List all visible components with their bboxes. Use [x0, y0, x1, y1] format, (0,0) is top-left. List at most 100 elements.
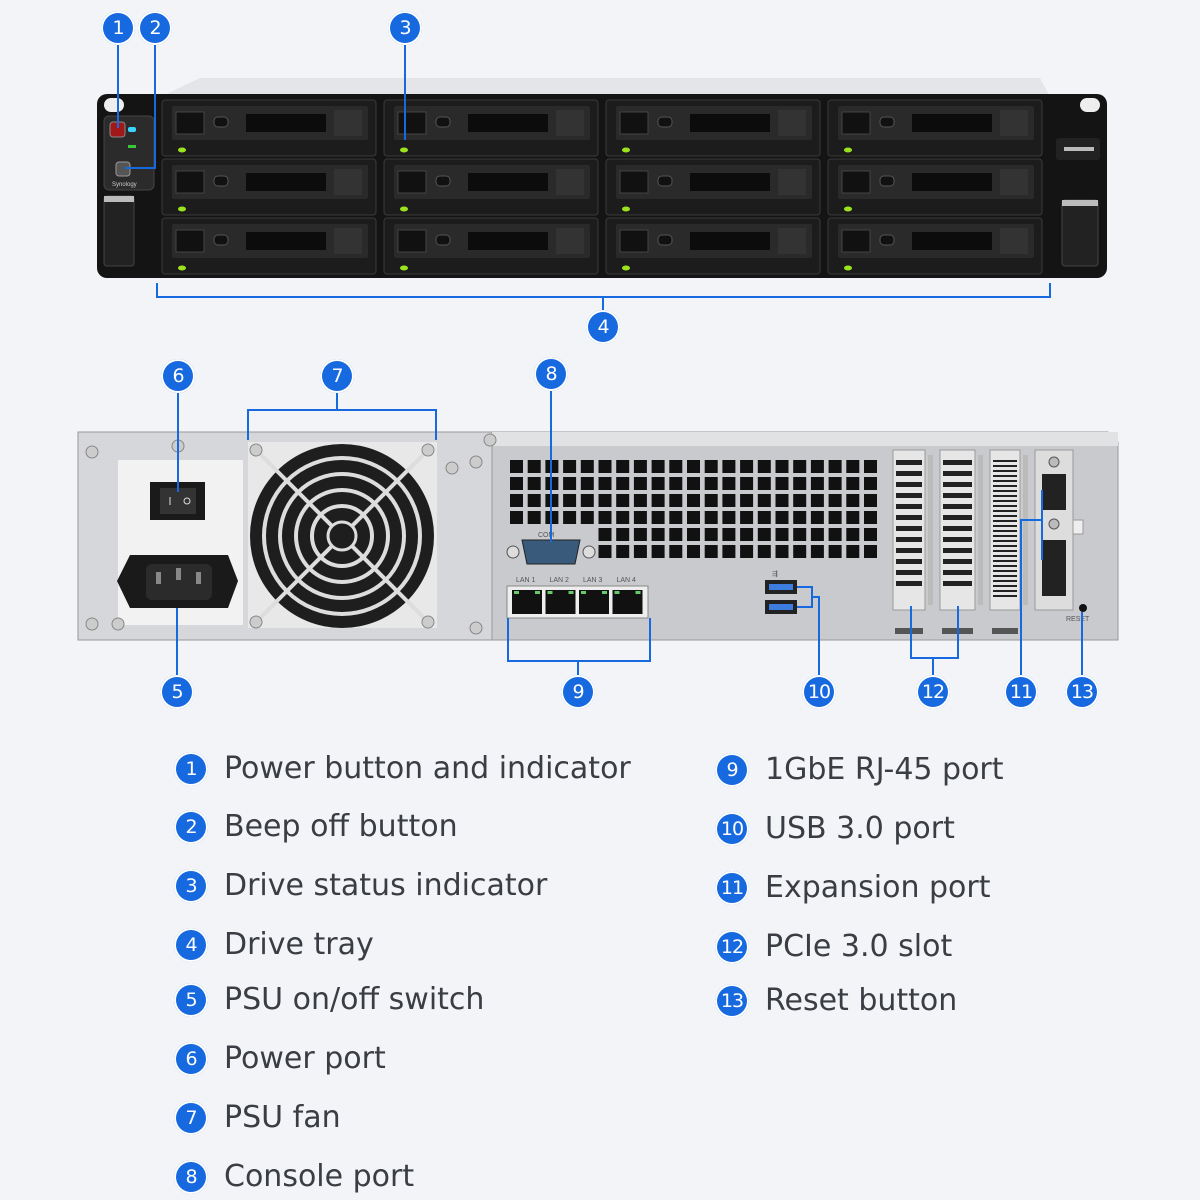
reset-button[interactable] — [1079, 604, 1087, 612]
vent-hole — [687, 528, 700, 541]
legend-label: PSU on/off switch — [224, 982, 485, 1017]
vent-hole — [510, 511, 523, 524]
legend-label: Drive status indicator — [224, 868, 548, 903]
callout-5: 5 — [160, 675, 194, 709]
drive-tray[interactable] — [383, 217, 599, 275]
usb-ports[interactable]: ⇶ — [765, 570, 797, 614]
legend-badge: 4 — [174, 927, 208, 962]
drive-tray[interactable] — [161, 99, 377, 157]
vent-hole — [616, 477, 630, 490]
vent-hole — [669, 477, 683, 490]
drive-status-led — [622, 206, 630, 212]
drive-tray[interactable] — [605, 217, 821, 275]
expansion-port-2[interactable] — [1042, 540, 1066, 596]
vent-hole — [580, 511, 594, 524]
drive-status-led — [844, 265, 852, 271]
legend-label: Power button and indicator — [224, 751, 631, 786]
legend-item: 3 Drive status indicator — [174, 868, 547, 903]
callout-4: 4 — [586, 310, 620, 344]
drive-tray[interactable] — [161, 217, 377, 275]
ventilation-grid — [510, 460, 877, 558]
vent-hole — [687, 511, 700, 524]
legend-badge: 11 — [715, 870, 749, 905]
callout-1: 1 — [101, 11, 135, 45]
legend-badge: 3 — [174, 868, 208, 903]
drive-tray[interactable] — [383, 158, 599, 216]
vent-hole — [757, 545, 771, 558]
vent-hole — [828, 545, 842, 558]
drive-status-led — [178, 206, 186, 212]
vent-hole — [687, 460, 700, 473]
drive-tray[interactable] — [161, 158, 377, 216]
vent-hole — [669, 511, 683, 524]
callout-12: 12 — [916, 675, 950, 709]
vent-hole — [651, 460, 665, 473]
drive-status-led — [622, 265, 630, 271]
pcie-slot[interactable] — [892, 449, 933, 634]
vent-hole — [598, 545, 612, 558]
vent-hole — [722, 545, 736, 558]
drive-tray[interactable] — [827, 217, 1043, 275]
fan-icon — [248, 442, 437, 629]
vent-hole — [651, 494, 665, 507]
vent-hole — [687, 477, 700, 490]
pcie-slot[interactable] — [989, 449, 1028, 634]
vent-hole — [810, 545, 824, 558]
front-unit: Synology — [97, 78, 1107, 278]
vent-hole — [864, 494, 877, 507]
vent-hole — [704, 545, 718, 558]
vent-hole — [846, 545, 860, 558]
vent-hole — [563, 460, 577, 473]
vent-hole — [793, 460, 807, 473]
drive-tray[interactable] — [827, 99, 1043, 157]
vent-hole — [775, 477, 789, 490]
vent-hole — [669, 460, 683, 473]
drive-status-led — [178, 265, 186, 271]
vent-hole — [775, 494, 789, 507]
vent-hole — [616, 545, 630, 558]
lan-label: LAN 1 — [516, 577, 536, 584]
callout-13: 13 — [1065, 675, 1099, 709]
pcie-slots — [892, 449, 1028, 634]
vent-hole — [704, 511, 718, 524]
vent-hole — [616, 511, 630, 524]
vent-hole — [563, 477, 577, 490]
drive-tray[interactable] — [383, 99, 599, 157]
legend-label: PCIe 3.0 slot — [765, 929, 953, 964]
vent-hole — [633, 460, 647, 473]
vent-hole — [757, 528, 771, 541]
callout-7: 7 — [320, 359, 354, 393]
drive-status-led — [178, 147, 186, 153]
vent-hole — [864, 528, 877, 541]
vent-hole — [828, 494, 842, 507]
vent-hole — [793, 477, 807, 490]
expansion-card — [1034, 449, 1084, 611]
drive-tray[interactable] — [605, 99, 821, 157]
legend-badge: 1 — [174, 751, 208, 786]
vent-hole — [704, 460, 718, 473]
expansion-port-1[interactable] — [1042, 474, 1066, 510]
power-socket-icon[interactable] — [117, 555, 238, 608]
drive-tray[interactable] — [605, 158, 821, 216]
lan-label: LAN 2 — [550, 577, 570, 584]
vent-hole — [510, 477, 523, 490]
callout-11: 11 — [1004, 675, 1038, 709]
drive-tray[interactable] — [827, 158, 1043, 216]
vent-hole — [527, 477, 541, 490]
console-port[interactable]: COM — [506, 532, 596, 565]
vent-hole — [633, 494, 647, 507]
vent-hole — [563, 511, 577, 524]
vent-hole — [846, 494, 860, 507]
drive-status-led — [400, 147, 408, 153]
pcie-slot[interactable] — [939, 449, 983, 634]
callout-9: 9 — [561, 675, 595, 709]
vent-hole — [775, 545, 789, 558]
vent-hole — [563, 494, 577, 507]
callout-6: 6 — [161, 359, 195, 393]
vent-hole — [793, 511, 807, 524]
drive-trays — [161, 99, 1043, 275]
